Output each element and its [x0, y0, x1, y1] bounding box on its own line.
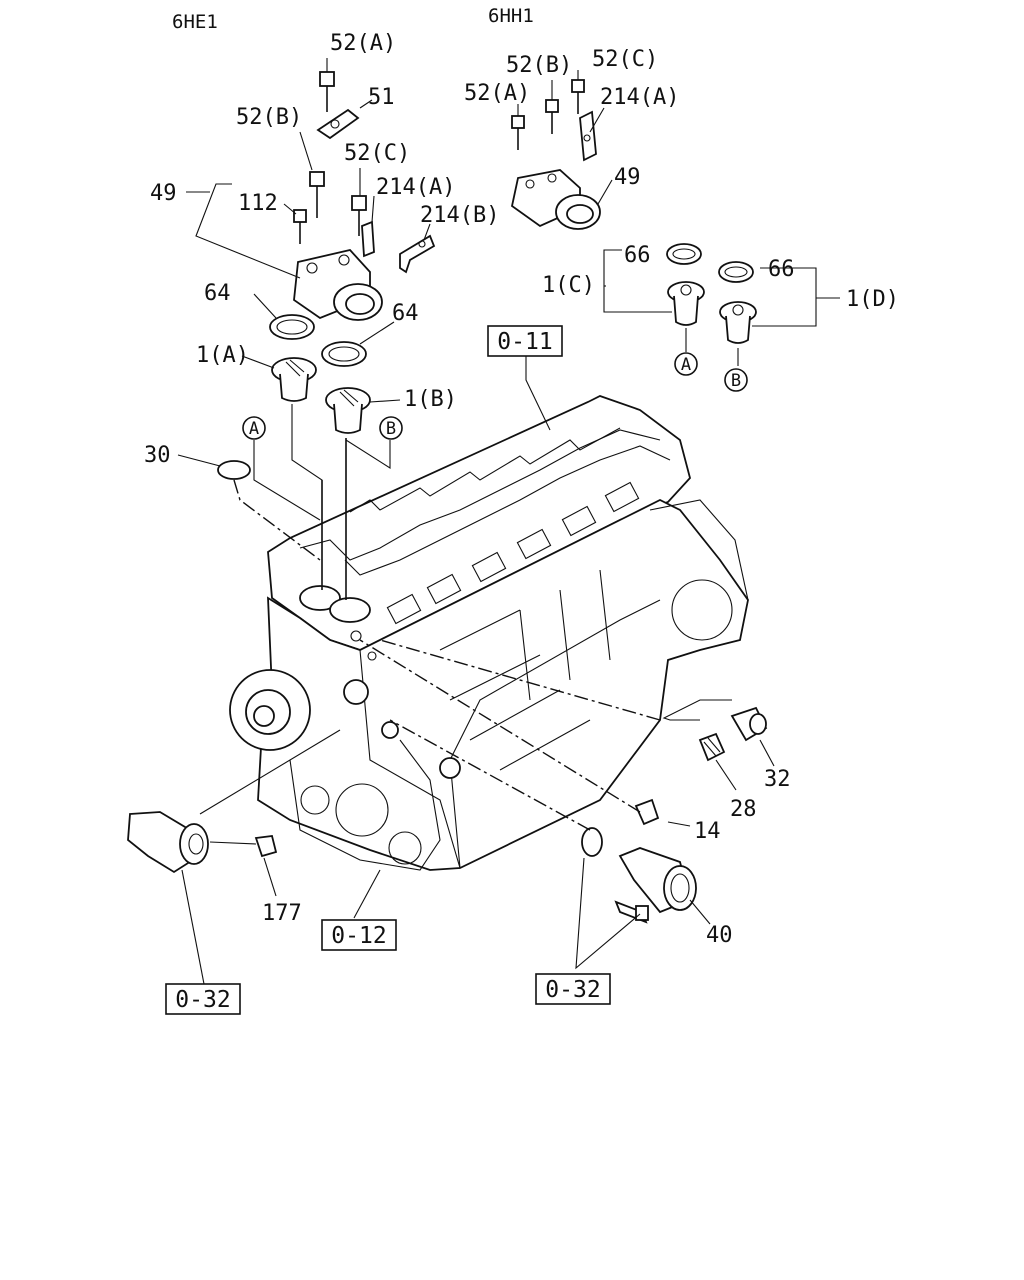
water-pipe-40 — [618, 847, 697, 914]
label-51: 51 — [368, 85, 395, 110]
svg-text:0-32: 0-32 — [545, 977, 600, 1003]
label-1c: 1(C) — [542, 273, 595, 298]
label-14: 14 — [694, 819, 721, 844]
label-1d: 1(D) — [846, 287, 899, 312]
part-labels: 52(A) 51 52(B) 52(C) 49 112 214(A) 214(B… — [144, 31, 899, 948]
thermostat-1a — [271, 357, 317, 402]
plug-28 — [698, 732, 726, 762]
label-52a-left: 52(A) — [330, 31, 396, 56]
header-6hh1: 6HH1 — [488, 5, 534, 27]
plug-177 — [254, 835, 278, 858]
label-112: 112 — [238, 191, 278, 216]
gasket-66-right — [718, 261, 754, 283]
bolt-52a-right — [511, 115, 525, 150]
svg-text:B: B — [386, 419, 396, 439]
bolt-52b-right — [545, 99, 559, 134]
label-52b-left: 52(B) — [236, 105, 302, 130]
bolt-112 — [293, 209, 307, 244]
bolt-40 — [614, 900, 649, 924]
label-52b-right: 52(B) — [506, 53, 572, 78]
leader-lines — [177, 58, 840, 985]
svg-text:0-32: 0-32 — [175, 987, 230, 1013]
label-1a: 1(A) — [196, 343, 249, 368]
header-6he1: 6HE1 — [172, 11, 218, 33]
bolt-52c-left — [351, 195, 367, 236]
label-40: 40 — [706, 923, 733, 948]
svg-text:B: B — [731, 371, 741, 391]
thermostat-1d — [719, 301, 757, 344]
plug-14 — [634, 798, 660, 826]
label-49-left: 49 — [150, 181, 177, 206]
label-214a-left: 214(A) — [376, 175, 455, 200]
bolt-52c-right — [571, 79, 585, 114]
bracket-214b — [399, 234, 436, 274]
label-49-right: 49 — [614, 165, 641, 190]
svg-text:0-11: 0-11 — [497, 329, 552, 355]
label-30: 30 — [144, 443, 171, 468]
label-64-right: 64 — [392, 301, 419, 326]
svg-text:A: A — [249, 419, 259, 439]
bracket-214a-left — [361, 220, 375, 258]
thermo-unit-left — [127, 811, 209, 874]
oring-30 — [217, 460, 251, 480]
thermostat-1c — [667, 281, 705, 326]
bolt-52a-left — [319, 71, 335, 112]
ref-box-0-32-left: 0-32 — [165, 983, 241, 1015]
circle-b-left: B — [379, 416, 403, 440]
engine-block — [229, 395, 749, 871]
label-214b: 214(B) — [420, 203, 499, 228]
label-52c-right: 52(C) — [592, 47, 658, 72]
label-52a-right: 52(A) — [464, 81, 530, 106]
ref-box-0-12: 0-12 — [321, 919, 397, 951]
label-214a-right: 214(A) — [600, 85, 679, 110]
label-32: 32 — [764, 767, 791, 792]
thermostat-housing-6he1 — [293, 249, 383, 321]
gasket-64-left — [269, 314, 315, 340]
label-66-left: 66 — [624, 243, 651, 268]
oring-40 — [581, 827, 603, 857]
gasket-64-right — [321, 341, 367, 367]
circle-b-right: B — [724, 368, 748, 392]
gasket-66-left — [666, 243, 702, 265]
label-1b: 1(B) — [404, 387, 457, 412]
bracket-214a-right — [579, 110, 597, 162]
label-52c-left: 52(C) — [344, 141, 410, 166]
thermostat-1b — [325, 387, 371, 434]
label-28: 28 — [730, 797, 757, 822]
plug-32 — [730, 706, 768, 742]
label-64-left: 64 — [204, 281, 231, 306]
bracket-51 — [316, 108, 360, 140]
svg-text:A: A — [681, 355, 691, 375]
circle-a-left: A — [242, 416, 266, 440]
svg-text:0-12: 0-12 — [331, 923, 386, 949]
label-177: 177 — [262, 901, 302, 926]
label-66-right: 66 — [768, 257, 795, 282]
circle-a-right: A — [674, 352, 698, 376]
ref-box-0-32-right: 0-32 — [535, 973, 611, 1005]
bolt-52b-left — [309, 171, 325, 218]
thermostat-housing-6hh1 — [510, 169, 601, 230]
ref-box-0-11: 0-11 — [487, 325, 563, 357]
